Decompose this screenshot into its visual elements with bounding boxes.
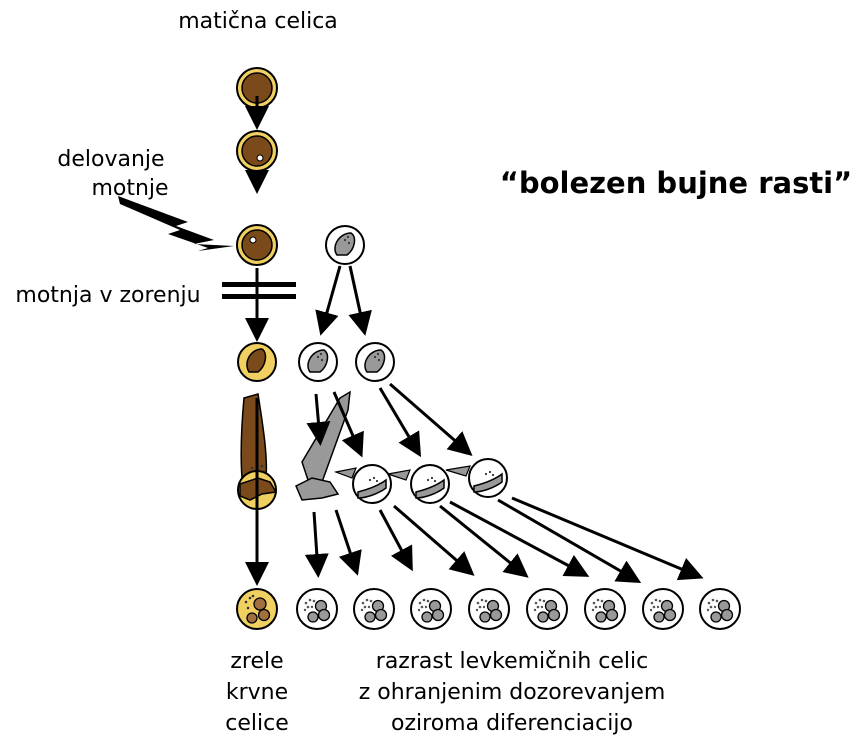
disease-title: “bolezen bujne rasti” [500,166,852,200]
leukemic-blast-2 [356,343,394,381]
mature-blood-cell [237,589,277,629]
leukemic-mature-8 [700,589,740,629]
leukemic-label-line2: z ohranjenim dozorevanjem [359,680,666,705]
leukemic-blast-1 [299,343,337,381]
leukemic-mature-3 [411,589,451,629]
lightning-icon [118,196,234,251]
leukemic-label-line1: razrast levkemičnih celic [376,649,648,674]
mature-label-line2: krvne [226,680,288,705]
leukemic-mature-1 [297,589,337,629]
normal-lineage [222,68,296,629]
leukemic-mature-6 [585,589,625,629]
leukemic-band-3 [469,459,507,497]
agent-label-line2: motnje [91,176,168,201]
leukemic-band-1 [353,465,391,503]
stem-cell-label: matična celica [178,9,338,34]
progenitor-cell-1 [237,131,277,171]
block-label: motnja v zorenju [15,283,200,308]
mature-label-line3: celice [225,711,289,736]
leukemic-mature-2 [354,589,394,629]
leukemic-label-line3: oziroma diferenciacijo [391,711,633,736]
progenitor-cell-2 [237,225,277,265]
leukemic-mature-7 [643,589,683,629]
leukemic-stem-cell [326,226,364,264]
maturation-block [222,282,296,299]
blast-cell [238,343,276,381]
leukemic-mature-5 [527,589,567,629]
leukemic-mature-4 [469,589,509,629]
leukemic-elongated-cell [302,392,350,482]
leukemic-lineage [296,226,740,629]
mature-label-line1: zrele [230,649,283,674]
agent-label-line1: delovanje [57,147,164,172]
leukemic-band-2 [411,465,449,503]
